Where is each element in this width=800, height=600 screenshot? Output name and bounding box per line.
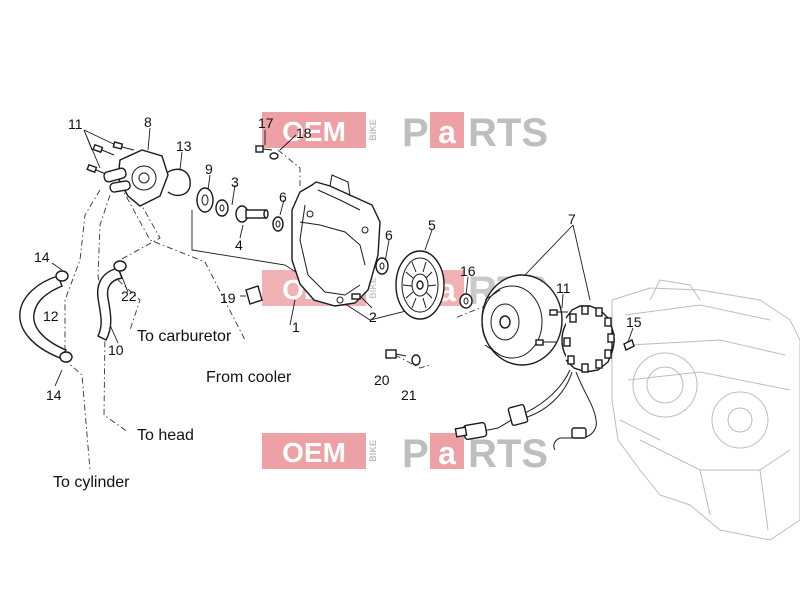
callout-labels: 1 2 3 4 5 6 6 7 8 9 10 11 11 12 13 14 14… [34, 114, 642, 403]
cover-icon [291, 174, 381, 307]
callout-1: 1 [292, 319, 300, 335]
watermark-p-text: P [402, 111, 429, 155]
callout-6a: 6 [279, 189, 287, 205]
watermark-top: OEM BIKE P a RTS [262, 111, 548, 155]
callout-8: 8 [144, 114, 152, 130]
watermark-left-text-3: OEM [282, 437, 346, 468]
sensor-icon [385, 349, 407, 359]
watermark-bottom: OEM BIKE P a RTS [262, 432, 548, 476]
note-to-carburetor: To carburetor [137, 328, 232, 345]
wire-harness-icon [454, 369, 597, 451]
watermark-middle-text-2: BIKE [368, 277, 378, 299]
callout-19: 19 [220, 290, 236, 306]
callout-18: 18 [296, 125, 312, 141]
callout-5: 5 [428, 217, 436, 233]
callout-10: 10 [108, 342, 124, 358]
watermark-middle-text-3: BIKE [368, 440, 378, 462]
washer-icon [269, 152, 473, 366]
seal-icon [196, 187, 229, 217]
note-from-cooler: From cooler [206, 369, 292, 386]
shaft-icon [235, 205, 269, 223]
clamp-icon [55, 260, 127, 363]
watermark-middle-text: BIKE [368, 119, 378, 141]
callout-4: 4 [235, 237, 243, 253]
hose-icon [19, 267, 123, 359]
callout-6b: 6 [385, 227, 393, 243]
pump-housing-icon [103, 149, 169, 207]
callout-11a: 11 [68, 116, 83, 132]
watermark-rts-text: RTS [468, 111, 548, 155]
callout-14a: 14 [34, 249, 50, 265]
callout-2: 2 [369, 309, 377, 325]
gasket-icon [167, 168, 191, 197]
callout-3: 3 [231, 174, 239, 190]
note-to-cylinder: To cylinder [53, 474, 130, 491]
watermark-left-text: OEM [282, 116, 346, 147]
fan-icon [395, 250, 445, 320]
crankcase-icon [611, 279, 800, 541]
routing-notes: To carburetor From cooler To head To cyl… [53, 328, 292, 491]
callout-7: 7 [568, 211, 576, 227]
bolt-icon-17 [255, 145, 273, 153]
callout-20: 20 [374, 372, 390, 388]
clip-icon [245, 285, 263, 305]
watermark-p-text-3: P [402, 432, 429, 476]
callout-15: 15 [626, 314, 642, 330]
leader-lines [51, 127, 634, 387]
callout-21: 21 [401, 387, 417, 403]
callout-12: 12 [43, 308, 59, 324]
screw-icon [351, 293, 361, 300]
watermark-a-text: a [438, 114, 456, 150]
callout-9: 9 [205, 161, 213, 177]
callout-13: 13 [176, 138, 192, 154]
flywheel-icon [481, 274, 563, 366]
stator-icon [561, 305, 615, 373]
bolt-icon-right [535, 309, 568, 346]
bolt-icon [86, 141, 135, 175]
callout-17: 17 [258, 115, 274, 131]
note-to-head: To head [137, 427, 194, 444]
key-icon [623, 339, 635, 351]
callout-16: 16 [460, 263, 476, 279]
watermark-rts-text-3: RTS [468, 432, 548, 476]
watermark-a-text-3: a [438, 435, 456, 471]
callout-11b: 11 [556, 280, 571, 296]
callout-14b: 14 [46, 387, 62, 403]
callout-22: 22 [121, 288, 137, 304]
